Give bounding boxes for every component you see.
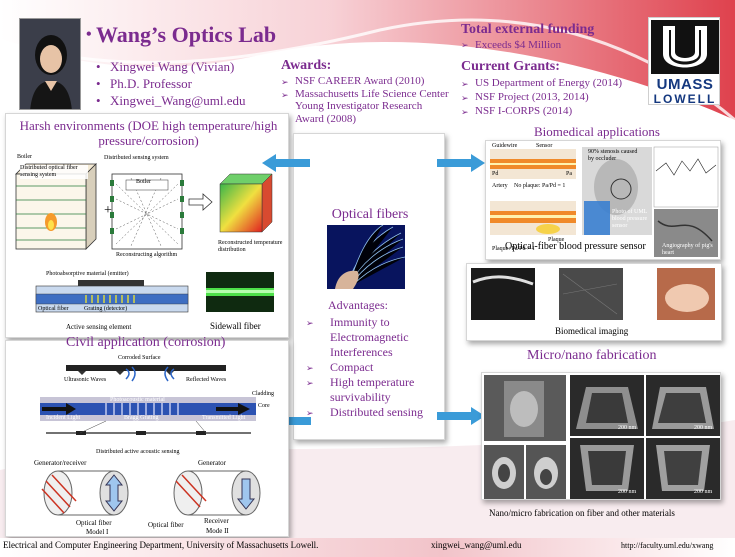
optical-fibers-panel: Optical fibers Advantages: Immunity to E… — [293, 133, 445, 440]
page-title: Wang’s Optics Lab — [96, 22, 277, 47]
person-info: Xingwei Wang (Vivian) Ph.D. Professor Xi… — [96, 58, 245, 109]
micro-title: Micro/nano fabrication — [527, 348, 657, 363]
harsh-environments-panel: Harsh environments (DOE high temperature… — [5, 113, 289, 338]
scale-bar-2: 200 nm — [694, 425, 713, 431]
footer-bar — [0, 538, 735, 557]
civil-transmitted: Transmitted Light — [202, 415, 246, 421]
advantage-item: Immunity to Electromagnetic Interference… — [306, 315, 444, 360]
civil-corroded: Corroded Surface — [118, 355, 161, 361]
arrow-right-icon — [437, 154, 485, 172]
grants-list: US Department of Energy (2014) NSF Proje… — [461, 76, 622, 119]
advantages-heading: Advantages: — [328, 298, 388, 312]
label-reconstructing: Reconstructing algorithm — [116, 252, 178, 258]
micro-images — [484, 375, 720, 499]
grants-heading: Current Grants: — [461, 59, 560, 74]
awards-list: NSF CAREER Award (2010) Massachusetts Li… — [281, 75, 451, 125]
bio-no-plaque: No plaque: Pa/Pd = 1 — [514, 183, 566, 189]
title-bullet: • — [86, 26, 92, 43]
awards-heading: Awards: — [281, 58, 332, 73]
award-item: Massachusetts Life Science Center Young … — [281, 88, 451, 126]
civil-model1: Model I — [86, 528, 109, 536]
civil-receiver: Receiver — [204, 517, 229, 525]
footer-email[interactable]: xingwei_wang@uml.edu — [431, 540, 522, 550]
funding-heading: Total external funding — [461, 22, 595, 37]
civil-panel: Civil application (corrosion) — [5, 335, 289, 537]
imaging-caption: Biomedical imaging — [555, 326, 629, 336]
advantage-item: Compact — [306, 360, 444, 376]
civil-core: Core — [258, 403, 270, 409]
logo-text-lowell: LOWELL — [653, 92, 717, 106]
civil-bragg: Bragg Grating — [124, 415, 159, 421]
bio-angio: Angiography of pig's heart — [662, 243, 713, 256]
footer-url[interactable]: http://faculty.uml.edu/xwang — [621, 541, 714, 550]
grant-item: US Department of Energy (2014) — [461, 76, 622, 91]
label-photoabsorptive: Photoabsorptive material (emitter) — [46, 271, 129, 277]
scale-bar-4: 200 nm — [694, 489, 713, 495]
civil-fiber1: Optical fiber — [76, 519, 112, 527]
imaging-panel: Biomedical imaging — [466, 263, 722, 341]
civil-generator: Generator — [198, 459, 226, 467]
civil-distributed: Distributed active acoustic sensing — [96, 449, 180, 455]
person-title: Ph.D. Professor — [96, 75, 245, 92]
svg-text:+: + — [104, 203, 112, 218]
label-boiler-inner: Boiler — [136, 179, 151, 185]
logo-text-umass: UMASS — [656, 76, 714, 93]
person-name: Xingwei Wang (Vivian) — [96, 58, 245, 75]
micro-caption: Nano/micro fabrication on fiber and othe… — [489, 508, 675, 518]
civil-incident: Incident Light — [46, 415, 81, 421]
optical-fiber-photo — [327, 225, 405, 289]
label-optical-fiber: Optical fiber — [38, 306, 69, 312]
profile-photo — [19, 18, 81, 110]
bio-stenosis: 90% stenosis caused by occluder — [588, 149, 638, 162]
bio-guidewire: Guidewire — [492, 143, 518, 149]
civil-ultrasonic: Ultrasonic Waves — [64, 377, 107, 383]
bio-plaque: Plaque — [548, 237, 565, 243]
civil-cladding: Cladding — [252, 391, 274, 397]
harsh-diagram: + — [15, 163, 274, 313]
person-email[interactable]: Xingwei_Wang@uml.edu — [96, 92, 245, 109]
biomedical-panel: Guidewire Sensor Pd Pa Artery No plaque:… — [485, 140, 721, 260]
civil-photo: Photoacoustic material — [110, 397, 165, 403]
label-reconstructed: Reconstructed temperature distribution — [218, 240, 283, 253]
umass-lowell-logo: UMASS LOWELL — [648, 17, 720, 106]
award-item: NSF CAREER Award (2010) — [281, 75, 451, 88]
civil-fiber2: Optical fiber — [148, 521, 184, 529]
blood-pressure-diagram — [490, 146, 719, 257]
civil-mode2: Mode II — [206, 527, 229, 535]
logo-mark-icon — [651, 20, 719, 74]
grant-item: NSF I-CORPS (2014) — [461, 104, 622, 119]
civil-gen-rec: Generator/receiver — [34, 459, 87, 467]
scale-bar-1: 200 nm — [618, 425, 637, 431]
advantage-item: Distributed sensing — [306, 405, 444, 421]
label-sidewall: Sidewall fiber — [210, 321, 261, 331]
bio-artery: Artery — [492, 183, 508, 189]
label-grating: Grating (detector) — [84, 306, 128, 312]
label-active-element: Active sensing element — [66, 323, 132, 331]
advantage-item: High temperature survivability — [306, 375, 444, 405]
label-distributed-fiber: Distributed optical fiber sensing system — [20, 165, 88, 179]
bio-pd: Pd — [492, 171, 499, 177]
label-distributed-system: Distributed sensing system — [104, 155, 169, 161]
civil-diagram — [40, 365, 261, 516]
harsh-title: Harsh environments (DOE high temperature… — [19, 118, 278, 148]
micro-panel: 200 nm 200 nm 200 nm 200 nm — [481, 372, 721, 500]
biomedical-title: Biomedical applications — [534, 124, 660, 139]
bio-plaque-eq: Plaque: Pa/Pd > 1 — [492, 246, 535, 252]
grant-item: NSF Project (2013, 2014) — [461, 90, 622, 105]
arrow-left-icon — [262, 154, 310, 172]
civil-reflected: Reflected Waves — [186, 377, 227, 383]
arrow-right-lower-icon — [437, 407, 485, 425]
funding-amount: Exceeds $4 Million — [461, 39, 561, 51]
imaging-figures — [471, 268, 715, 320]
bio-caption: Optical-fiber blood pressure sensor — [505, 241, 646, 252]
advantages-list: Immunity to Electromagnetic Interference… — [306, 315, 444, 421]
scale-bar-3: 200 nm — [618, 489, 637, 495]
bio-sensor: Sensor — [536, 143, 553, 149]
optical-fibers-title: Optical fibers — [331, 207, 409, 222]
bio-photo: Photo of UML blood pressure sensor — [612, 209, 648, 229]
label-boiler-left: Boiler — [17, 154, 32, 160]
footer-department: Electrical and Computer Engineering Depa… — [3, 540, 319, 550]
civil-title: Civil application (corrosion) — [66, 335, 226, 350]
bio-pa: Pa — [566, 171, 572, 177]
